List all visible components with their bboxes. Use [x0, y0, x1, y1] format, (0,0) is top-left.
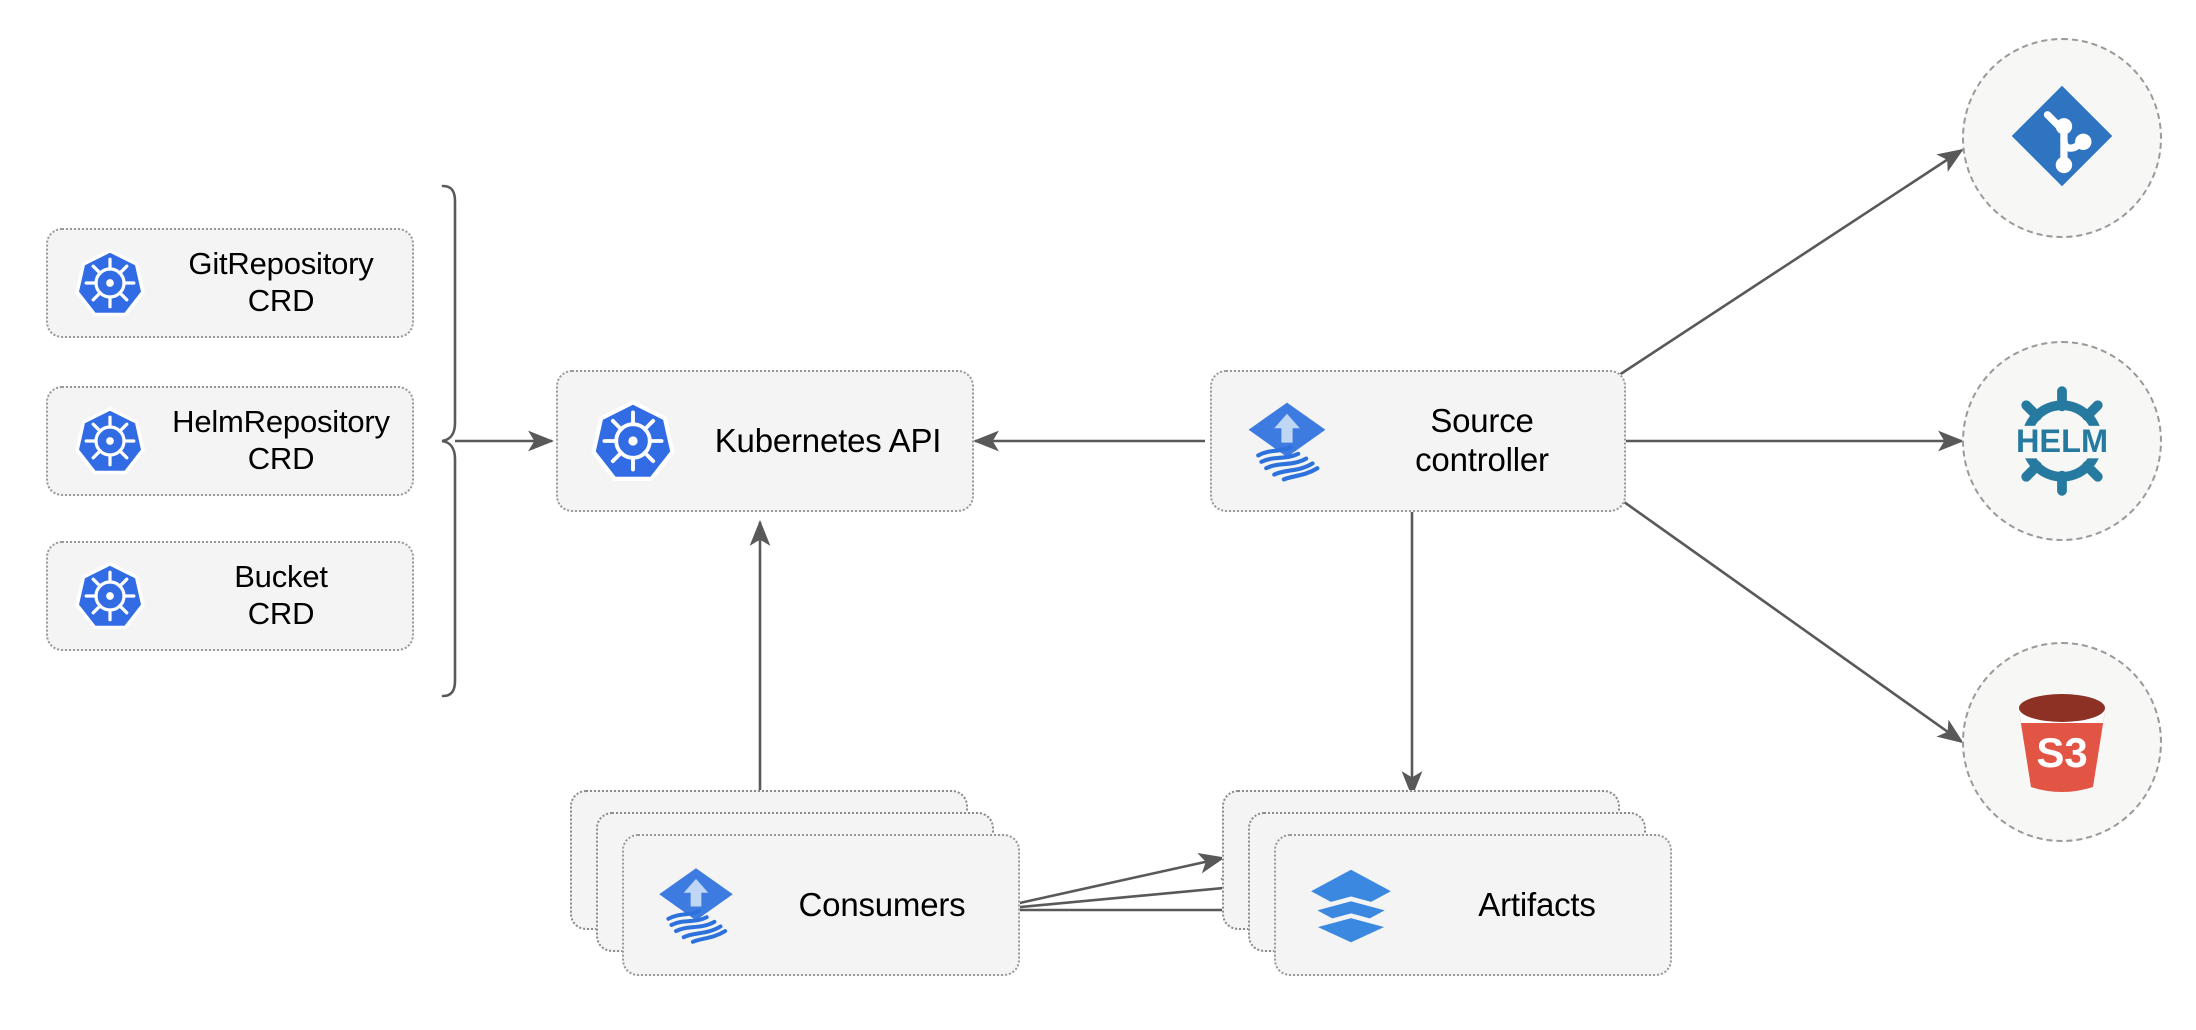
git-icon — [2004, 78, 2120, 199]
node-artifacts[interactable]: Artifacts — [1274, 834, 1672, 976]
node-source-controller[interactable]: Source controller — [1210, 370, 1626, 512]
edge-consumers-to-artifacts-2 — [987, 877, 1248, 912]
crd-label-gitrepository: GitRepository CRD — [188, 246, 374, 318]
layers-icon — [1290, 859, 1412, 951]
edge-source-controller-to-s3 — [1609, 490, 1964, 744]
external-node-s3[interactable]: S3 — [1962, 642, 2162, 842]
crd-box-helmrepository[interactable]: HelmRepository CRD — [46, 386, 414, 496]
kubernetes-icon — [62, 248, 158, 318]
flux-icon — [1226, 393, 1348, 489]
external-node-helm[interactable]: HELM — [1962, 341, 2162, 541]
node-consumers[interactable]: Consumers — [622, 834, 1020, 976]
node-label-kubernetes-api: Kubernetes API — [714, 421, 942, 459]
crd-group-bracket — [441, 184, 457, 698]
edge-source-controller-to-git — [1609, 148, 1964, 383]
kubernetes-icon — [62, 561, 158, 631]
crd-label-bucket: Bucket CRD — [234, 559, 328, 631]
flux-icon — [638, 859, 754, 951]
helm-icon: HELM — [1997, 376, 2127, 506]
crd-label-helmrepository: HelmRepository CRD — [172, 404, 390, 476]
s3-bucket-icon: S3 — [1997, 675, 2127, 810]
crd-box-bucket[interactable]: Bucket CRD — [46, 541, 414, 651]
node-label-source-controller: Source controller — [1415, 402, 1549, 478]
node-label-consumers: Consumers — [798, 885, 966, 923]
kubernetes-icon — [62, 406, 158, 476]
edge-consumers-to-artifacts-1 — [987, 853, 1226, 912]
kubernetes-icon — [574, 399, 692, 483]
helm-wordmark: HELM — [2016, 423, 2108, 459]
node-label-artifacts: Artifacts — [1478, 885, 1596, 923]
external-node-git[interactable] — [1962, 38, 2162, 238]
node-kubernetes-api[interactable]: Kubernetes API — [556, 370, 974, 512]
crd-box-gitrepository[interactable]: GitRepository CRD — [46, 228, 414, 338]
s3-wordmark: S3 — [2036, 729, 2087, 776]
